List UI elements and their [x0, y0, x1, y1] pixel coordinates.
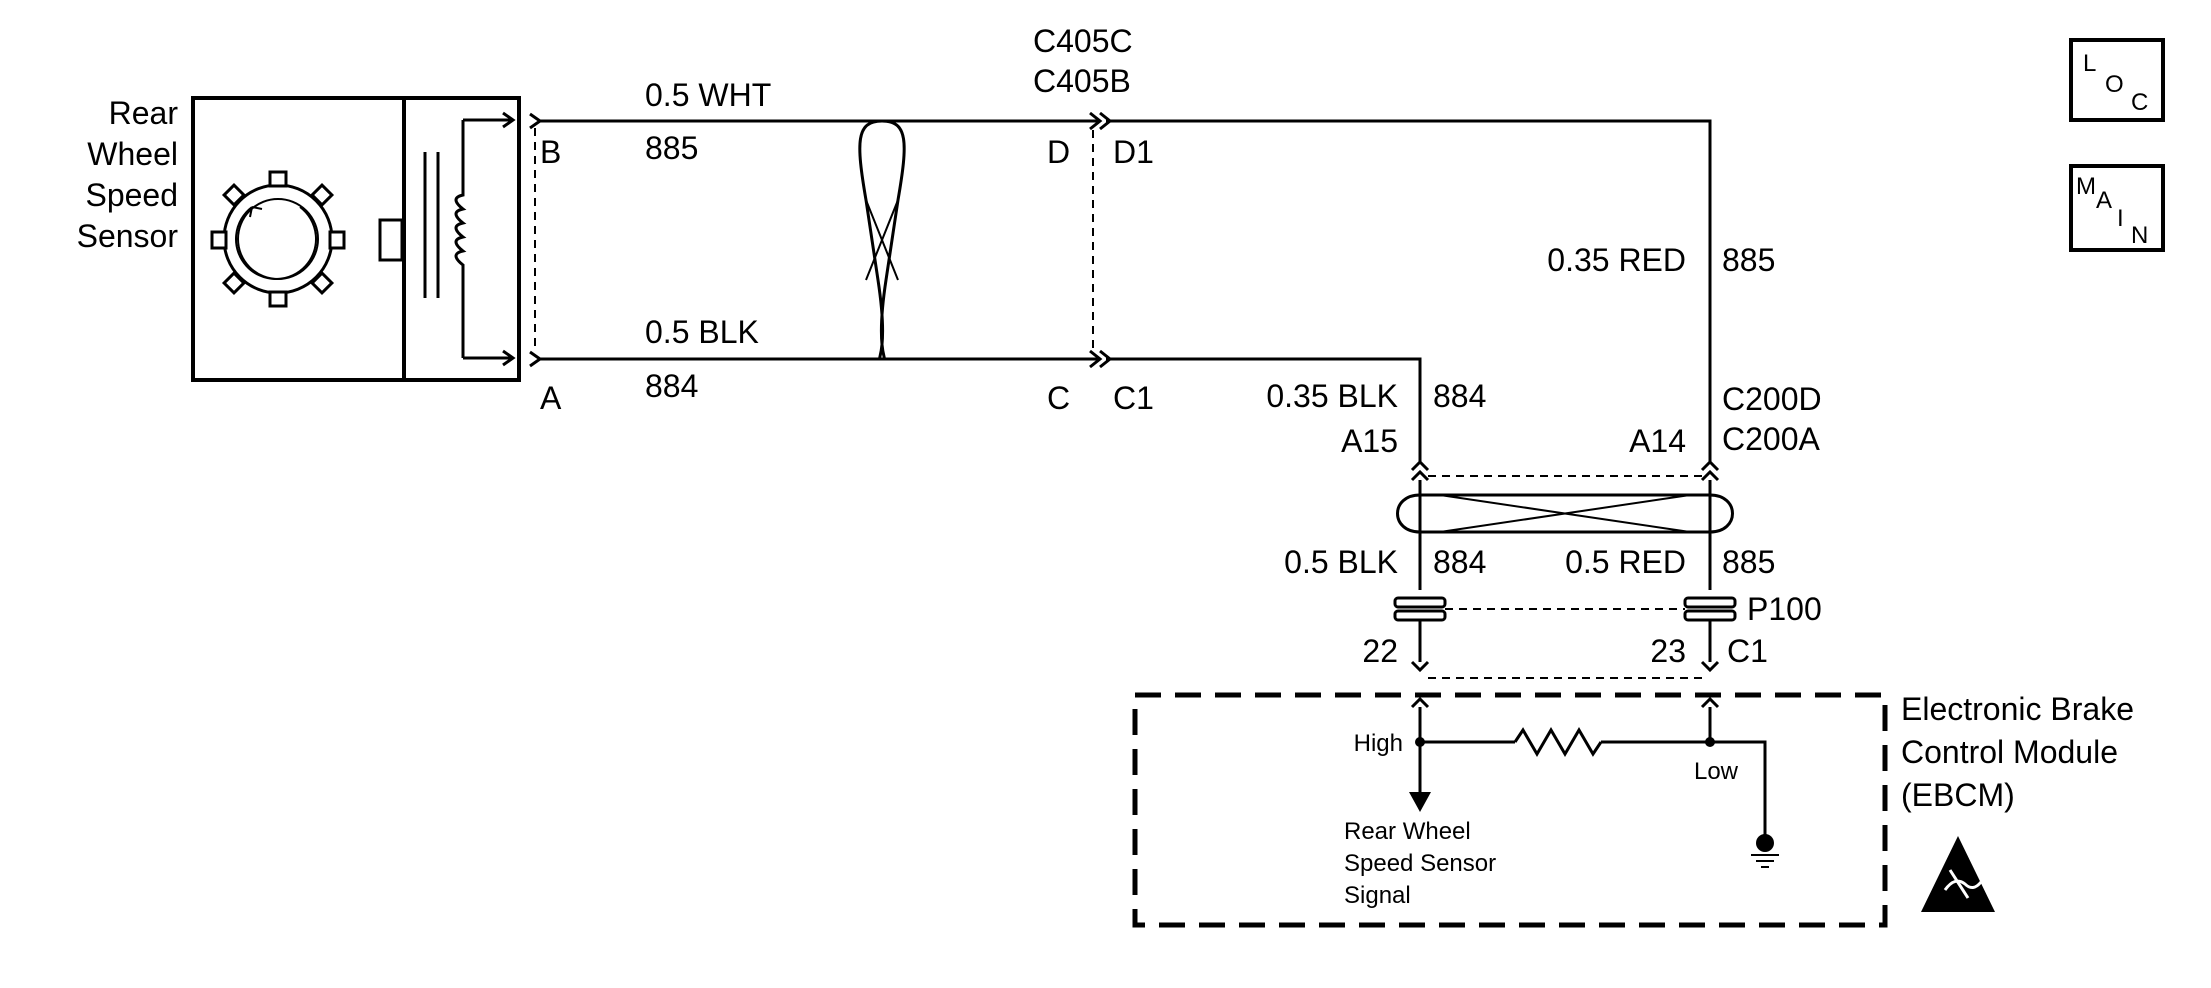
ebcm-name-line3: (EBCM)	[1901, 777, 2015, 813]
sensor-connector: B A	[529, 112, 562, 416]
high-label: High	[1354, 730, 1403, 757]
ebcm-pin-22: 22	[1362, 633, 1398, 669]
c405-label-line1: C405C	[1033, 23, 1133, 59]
c405-connector: C405C C405B D D1 C C1	[1033, 23, 1154, 416]
svg-text:I: I	[2117, 205, 2124, 232]
ebcm-label: Electronic Brake Control Module (EBCM)	[1901, 691, 2134, 813]
ebcm-pin-23: 23	[1650, 633, 1686, 669]
p100-grommet: P100	[1393, 591, 1822, 627]
svg-text:N: N	[2131, 222, 2148, 249]
wire-red-05-lower-circuit: 885	[1722, 544, 1775, 580]
ebcm-name-line2: Control Module	[1901, 734, 2118, 770]
ground-icon	[1751, 834, 1779, 868]
main-button[interactable]: M A I N	[2069, 164, 2165, 252]
resistor-icon	[1513, 727, 1603, 757]
sensor-pin-b: B	[540, 134, 561, 170]
sensor-label-line2: Wheel	[87, 136, 178, 172]
c405-label-line2: C405B	[1033, 63, 1131, 99]
wire-red-05-lower-gauge: 0.5 RED	[1565, 544, 1686, 580]
sensor-label-line4: Sensor	[77, 218, 179, 254]
signal-arrow-icon	[1409, 792, 1431, 812]
wire-blk-05-lower-circuit: 884	[1433, 544, 1486, 580]
c405-pin-d1: D1	[1113, 134, 1154, 170]
sensor-label-line1: Rear	[109, 95, 179, 131]
wire-red-035-circuit: 885	[1722, 242, 1775, 278]
c200-pin-a14: A14	[1629, 423, 1686, 459]
signal-label-line1: Rear Wheel	[1344, 818, 1471, 845]
sensor-housing	[191, 96, 521, 382]
ebcm-connector: 22 23 C1	[1362, 633, 1768, 709]
wire-white-circuit: 885	[645, 130, 698, 166]
svg-text:O: O	[2105, 71, 2124, 98]
c405-pin-d: D	[1047, 134, 1070, 170]
sensor-label: Rear Wheel Speed Sensor	[77, 95, 179, 254]
coil-icon	[423, 111, 516, 367]
wire-884-black-035	[1106, 357, 1422, 462]
c200-connector: A15 A14 C200D C200A	[1341, 381, 1822, 482]
wire-black-gauge: 0.5 BLK	[645, 314, 759, 350]
ebcm-name-line1: Electronic Brake	[1901, 691, 2134, 727]
svg-text:L: L	[2083, 50, 2096, 77]
signal-label-line3: Signal	[1344, 882, 1411, 909]
ebcm-module-box	[1132, 692, 1888, 928]
svg-text:C: C	[2131, 89, 2148, 116]
wire-white-gauge: 0.5 WHT	[645, 77, 771, 113]
esd-warning-icon	[1921, 836, 1995, 912]
splice-label: P100	[1747, 591, 1822, 627]
c200-pin-a15: A15	[1341, 423, 1398, 459]
wire-red-035-gauge: 0.35 RED	[1547, 242, 1686, 278]
c405-pin-c1: C1	[1113, 380, 1154, 416]
sensor-pin-a: A	[540, 380, 562, 416]
svg-text:M: M	[2076, 173, 2096, 200]
twisted-pair-icon	[858, 119, 906, 361]
svg-text:A: A	[2096, 187, 2112, 214]
tone-wheel-icon	[210, 170, 346, 308]
c405-pin-c: C	[1047, 380, 1070, 416]
sensor-label-line3: Speed	[85, 177, 178, 213]
wire-blk-05-lower-gauge: 0.5 BLK	[1284, 544, 1398, 580]
c200-label-line2: C200A	[1722, 421, 1821, 457]
low-label: Low	[1694, 758, 1739, 785]
wire-blk-035-gauge: 0.35 BLK	[1266, 378, 1398, 414]
wire-black-circuit: 884	[645, 368, 698, 404]
ebcm-connector-label: C1	[1727, 633, 1768, 669]
pickup-icon	[378, 218, 404, 262]
c200-label-line1: C200D	[1722, 381, 1822, 417]
wire-885-red	[1106, 119, 1712, 462]
wire-blk-035-circuit: 884	[1433, 378, 1486, 414]
wheel-speed-sensor	[191, 96, 521, 382]
signal-label-line2: Speed Sensor	[1344, 850, 1496, 877]
twisted-pair-icon	[1396, 493, 1734, 534]
loc-button[interactable]: L O C	[2069, 38, 2165, 122]
